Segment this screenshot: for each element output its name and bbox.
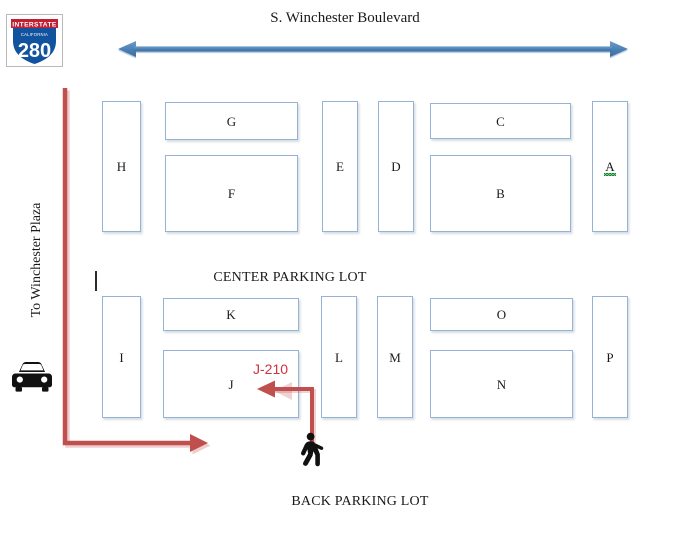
room-callout-label: J-210 <box>253 361 289 377</box>
street-double-arrow <box>118 38 628 69</box>
building-label: I <box>119 349 124 365</box>
svg-text:INTERSTATE: INTERSTATE <box>12 21 57 28</box>
route-to-winchester-plaza <box>0 80 230 465</box>
building-label: J <box>228 376 234 392</box>
building-block-o[interactable]: O <box>430 298 573 331</box>
building-label: B <box>496 186 505 201</box>
building-label: H <box>116 159 127 174</box>
car-front-icon-svg <box>12 362 52 392</box>
building-block-h[interactable]: H <box>102 101 141 232</box>
building-block-n[interactable]: N <box>430 350 573 418</box>
building-label: E <box>336 159 344 174</box>
interstate-shield-svg: INTERSTATE CALIFORNIA 280 <box>11 19 58 64</box>
pedestrian-walking-icon-svg <box>301 432 324 467</box>
text-cursor-caret <box>95 271 97 291</box>
building-block-e[interactable]: E <box>322 101 358 232</box>
building-block-m[interactable]: M <box>377 296 413 418</box>
building-label: C <box>496 113 505 129</box>
svg-text:280: 280 <box>18 40 51 62</box>
building-block-l[interactable]: L <box>321 296 357 418</box>
building-block-i[interactable]: I <box>102 296 141 418</box>
building-label: A <box>604 158 617 176</box>
building-label: O <box>496 307 507 322</box>
building-block-g[interactable]: G <box>165 102 298 140</box>
room-pointer-arrow-svg <box>257 380 316 446</box>
building-block-b[interactable]: B <box>430 155 571 232</box>
building-label: N <box>496 376 507 392</box>
route-to-winchester-plaza-svg <box>62 88 211 455</box>
pedestrian-walking-icon <box>295 432 325 473</box>
interstate-shield-icon: INTERSTATE CALIFORNIA 280 <box>6 14 63 67</box>
building-label: P <box>606 349 614 365</box>
building-block-d[interactable]: D <box>378 101 414 232</box>
room-pointer-arrow <box>248 372 338 452</box>
building-block-f[interactable]: F <box>165 155 298 232</box>
building-block-j[interactable]: J <box>163 350 299 418</box>
center-parking-lot-label: CENTER PARKING LOT <box>213 270 367 285</box>
building-label: M <box>389 349 401 365</box>
to-winchester-plaza-label: To Winchester Plaza <box>29 202 44 318</box>
car-front-icon <box>10 361 54 399</box>
building-block-p[interactable]: P <box>592 296 628 418</box>
building-label: K <box>226 307 236 322</box>
building-block-c[interactable]: C <box>430 103 571 139</box>
street-title: S. Winchester Boulevard <box>270 10 420 26</box>
building-label: D <box>391 159 401 174</box>
street-double-arrow-svg <box>118 41 628 59</box>
building-block-k[interactable]: K <box>163 298 299 331</box>
building-label: G <box>226 113 237 129</box>
building-block-a[interactable]: A <box>592 101 628 232</box>
back-parking-lot-label: BACK PARKING LOT <box>291 494 429 509</box>
svg-text:CALIFORNIA: CALIFORNIA <box>21 32 48 37</box>
building-label: F <box>227 186 236 201</box>
building-label: L <box>335 349 343 365</box>
